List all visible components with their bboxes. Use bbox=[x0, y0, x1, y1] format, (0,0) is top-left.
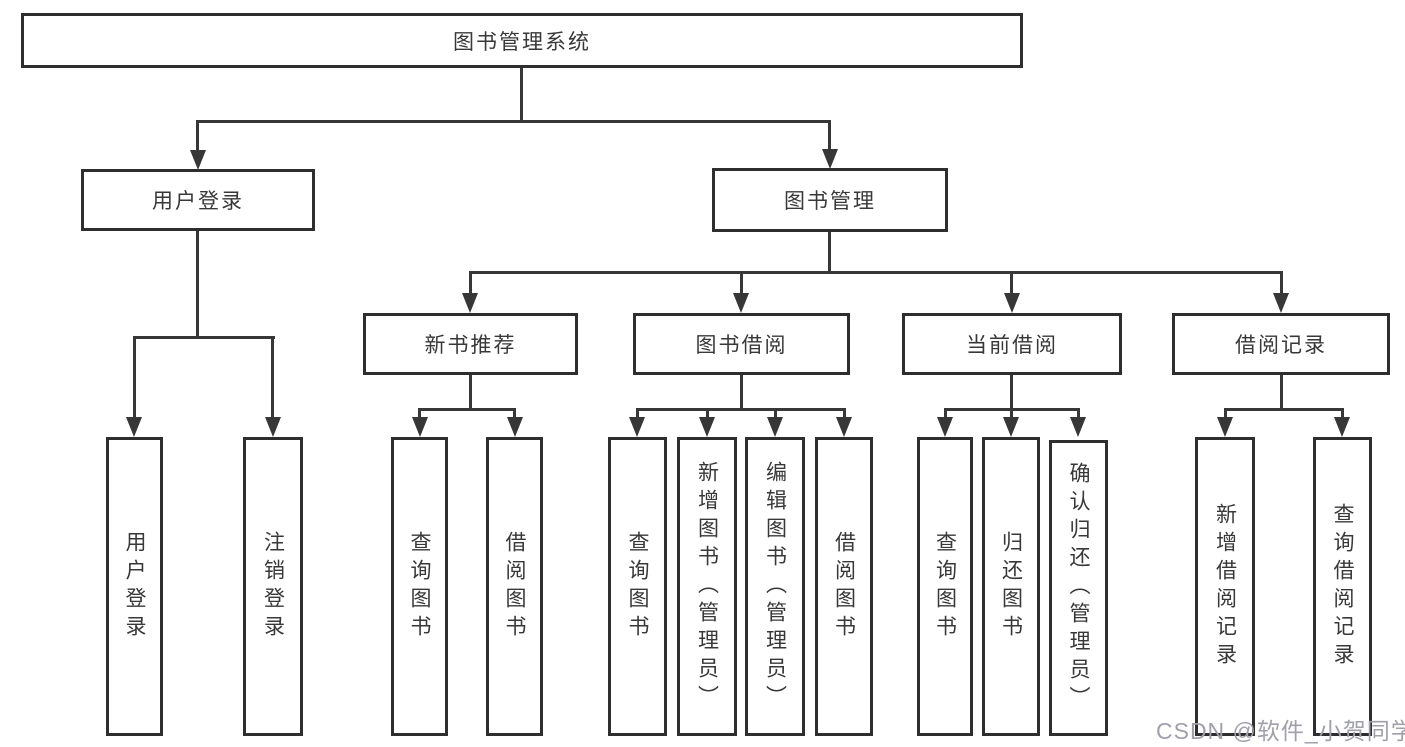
arrow-head bbox=[629, 417, 645, 437]
connector-line bbox=[706, 408, 709, 421]
connector-line bbox=[1224, 408, 1344, 411]
leaf-user-login: 用户登录 bbox=[106, 437, 163, 736]
watermark: CSDN @软件_小贺同学 bbox=[1156, 718, 1405, 744]
connector-line bbox=[1010, 375, 1013, 411]
connector-line bbox=[1341, 408, 1344, 421]
connector-line bbox=[418, 408, 516, 411]
arrow-head bbox=[126, 417, 142, 437]
leaf-return-books-label: 归还图书 bbox=[999, 530, 1023, 643]
arrow-head bbox=[1273, 293, 1289, 313]
connector-line bbox=[196, 231, 199, 339]
connector-line bbox=[828, 120, 831, 152]
arrow-head bbox=[1217, 417, 1233, 437]
connector-line bbox=[133, 336, 136, 421]
connector-line bbox=[1077, 408, 1080, 421]
connector-line bbox=[843, 408, 846, 421]
arrow-head bbox=[462, 293, 478, 313]
connector-line bbox=[1224, 408, 1227, 421]
connector-line bbox=[469, 271, 1283, 274]
node-user-login: 用户登录 bbox=[81, 169, 315, 231]
connector-line bbox=[1280, 375, 1283, 411]
node-current-borrow-label: 当前借阅 bbox=[966, 334, 1058, 357]
leaf-confirm-return-admin: 确认归还（管理员） bbox=[1049, 440, 1108, 736]
node-book-management-label: 图书管理 bbox=[784, 190, 876, 213]
arrow-head bbox=[1003, 417, 1019, 437]
node-current-borrow: 当前借阅 bbox=[902, 313, 1122, 375]
node-root-label: 图书管理系统 bbox=[453, 30, 591, 54]
leaf-edit-book-admin: 编辑图书（管理员） bbox=[745, 437, 805, 736]
leaf-query-books-current: 查询图书 bbox=[917, 437, 973, 736]
leaf-query-books-recommend-label: 查询图书 bbox=[408, 530, 431, 643]
leaf-borrow-books-recommend-label: 借阅图书 bbox=[503, 530, 526, 643]
connector-line bbox=[774, 408, 777, 421]
arrow-head bbox=[836, 417, 852, 437]
leaf-add-book-admin-label: 新增图书（管理员） bbox=[695, 460, 719, 713]
connector-line bbox=[1280, 271, 1283, 297]
connector-line bbox=[636, 408, 846, 411]
connector-line bbox=[1010, 408, 1013, 421]
leaf-query-books-current-label: 查询图书 bbox=[933, 530, 957, 643]
arrow-head bbox=[733, 293, 749, 313]
leaf-add-book-admin: 新增图书（管理员） bbox=[677, 437, 737, 736]
leaf-query-books-borrow-label: 查询图书 bbox=[626, 530, 649, 643]
leaf-logout-label: 注销登录 bbox=[261, 530, 285, 643]
leaf-edit-book-admin-label: 编辑图书（管理员） bbox=[763, 460, 787, 713]
node-root: 图书管理系统 bbox=[21, 13, 1023, 68]
node-book-borrow-label: 图书借阅 bbox=[695, 334, 788, 357]
arrow-head bbox=[1004, 293, 1020, 313]
node-new-book-recommend-label: 新书推荐 bbox=[424, 334, 517, 357]
leaf-logout: 注销登录 bbox=[243, 437, 303, 736]
connector-line bbox=[271, 336, 274, 421]
connector-line bbox=[196, 120, 831, 123]
node-new-book-recommend: 新书推荐 bbox=[363, 313, 578, 375]
connector-line bbox=[513, 408, 516, 421]
connector-line bbox=[520, 68, 523, 123]
arrow-head bbox=[1334, 417, 1350, 437]
connector-line bbox=[469, 375, 472, 411]
connector-line bbox=[469, 271, 472, 297]
leaf-borrow-books-recommend: 借阅图书 bbox=[486, 437, 543, 736]
leaf-query-borrow-record: 查询借阅记录 bbox=[1313, 437, 1372, 736]
leaf-query-borrow-record-label: 查询借阅记录 bbox=[1331, 502, 1354, 671]
arrow-head bbox=[1070, 417, 1086, 437]
leaf-borrow-books: 借阅图书 bbox=[815, 437, 873, 736]
connector-line bbox=[828, 232, 831, 274]
node-book-borrow: 图书借阅 bbox=[633, 313, 850, 375]
leaf-confirm-return-admin-label: 确认归还（管理员） bbox=[1067, 462, 1090, 714]
arrow-head bbox=[265, 417, 281, 437]
arrow-head bbox=[822, 149, 838, 169]
arrow-head bbox=[699, 417, 715, 437]
leaf-borrow-books-label: 借阅图书 bbox=[832, 530, 856, 643]
node-borrow-records: 借阅记录 bbox=[1172, 313, 1390, 375]
connector-line bbox=[196, 120, 199, 153]
arrow-head bbox=[937, 417, 953, 437]
arrow-head bbox=[767, 417, 783, 437]
arrow-head bbox=[412, 417, 428, 437]
connector-line bbox=[1010, 271, 1013, 297]
leaf-add-borrow-record-label: 新增借阅记录 bbox=[1213, 502, 1237, 671]
connector-line bbox=[133, 336, 275, 339]
node-book-management: 图书管理 bbox=[712, 168, 948, 232]
connector-line bbox=[944, 408, 947, 421]
connector-line bbox=[636, 408, 639, 421]
leaf-return-books: 归还图书 bbox=[982, 437, 1040, 736]
leaf-user-login-label: 用户登录 bbox=[123, 530, 146, 643]
connector-line bbox=[740, 375, 743, 411]
arrow-head bbox=[507, 417, 523, 437]
leaf-add-borrow-record: 新增借阅记录 bbox=[1195, 437, 1255, 736]
connector-line bbox=[740, 271, 743, 297]
arrow-head bbox=[190, 150, 206, 170]
node-user-login-label: 用户登录 bbox=[152, 190, 244, 213]
leaf-query-books-recommend: 查询图书 bbox=[391, 437, 448, 736]
node-borrow-records-label: 借阅记录 bbox=[1235, 334, 1327, 357]
connector-line bbox=[418, 408, 421, 421]
leaf-query-books-borrow: 查询图书 bbox=[608, 437, 667, 736]
